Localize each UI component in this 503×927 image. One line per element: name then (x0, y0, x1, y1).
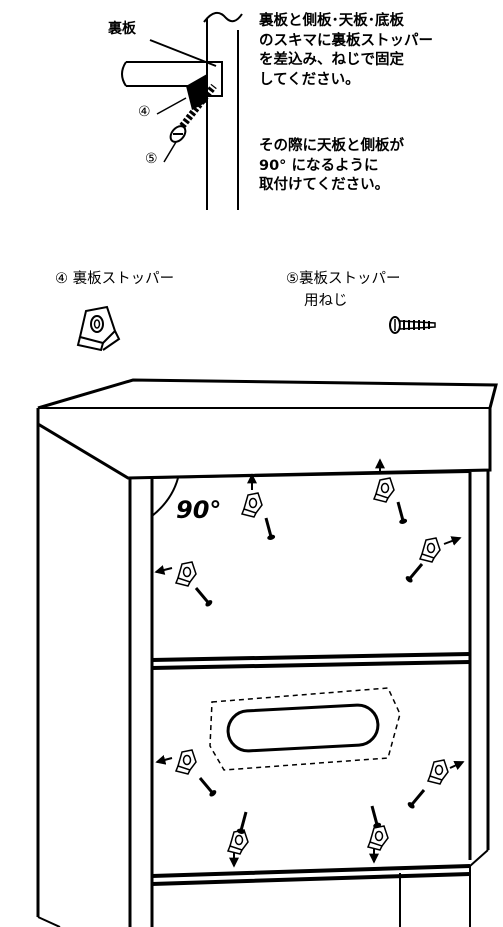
instruction-step1: 裏板と側板･天板･底板 のスキマに裏板ストッパー を差込み、ねじで固定 してくだ… (259, 13, 433, 88)
upper-stoppers (154, 458, 462, 610)
marker-4: ④ (138, 104, 151, 120)
back-panel-label: 裏板 (108, 21, 136, 37)
left-side-panel (36, 424, 154, 927)
screw-icon (389, 316, 436, 334)
top-board (37, 378, 498, 410)
screw-part-label-line1: ⑤裏板ストッパー (286, 271, 401, 287)
instruction-step2: その際に天板と側板が 90° になるように 取付けてください。 (259, 138, 404, 194)
upper-back-board (151, 471, 471, 479)
screw-part-label-line2: 用ねじ (304, 293, 348, 309)
stopper-part-label: ④ 裏板ストッパー (55, 271, 175, 287)
detail-diagram (121, 11, 243, 210)
angle-label: 90° (176, 496, 222, 524)
marker-5: ⑤ (145, 151, 158, 167)
cabinet-drawing (36, 378, 498, 927)
stopper-bracket-icon (76, 305, 121, 352)
lower-stoppers (155, 749, 465, 868)
